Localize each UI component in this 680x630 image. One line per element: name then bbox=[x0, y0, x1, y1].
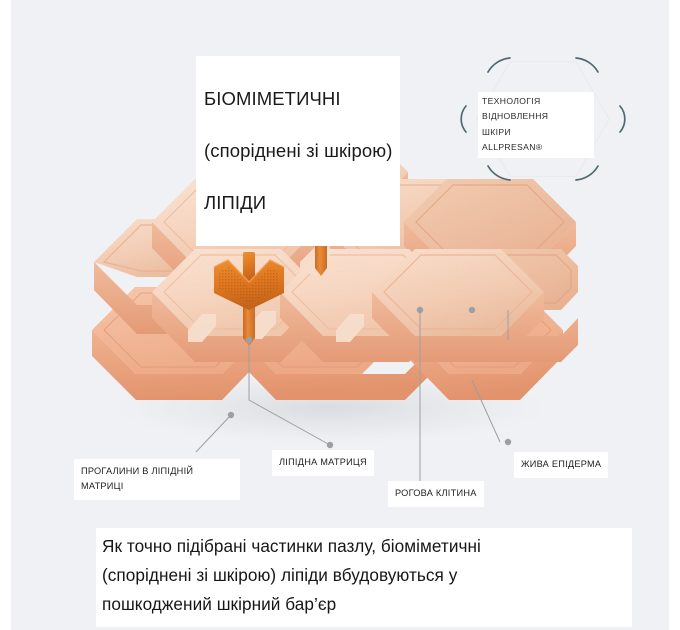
badge-line-1: ТЕХНОЛОГІЯ bbox=[482, 96, 541, 106]
bottom-caption: Як точно підібрані частинки пазлу, біомі… bbox=[96, 528, 632, 627]
main-title: БІОМІМЕТИЧНІ (споріднені зі шкірою) ЛІПІ… bbox=[196, 56, 401, 246]
main-title-line-1: БІОМІМЕТИЧНІ bbox=[204, 88, 341, 109]
main-title-line-3: ЛІПІДИ bbox=[204, 192, 267, 213]
callout-gaps-in-lipid-matrix: ПРОГАЛИНИ В ЛІПІДНІЙ МАТРИЦІ bbox=[74, 459, 240, 500]
badge-text-block: ТЕХНОЛОГІЯ ВІДНОВЛЕННЯ ШКІРИ ALLPRESAN® bbox=[478, 92, 594, 158]
badge-line-2: ВІДНОВЛЕННЯ bbox=[482, 111, 549, 122]
callout-living-epidermis: ЖИВА ЕПІДЕРМА bbox=[514, 452, 609, 478]
badge-line-3: ШКІРИ bbox=[482, 126, 511, 137]
callout-lipid-matrix: ЛІПІДНА МАТРИЦЯ bbox=[272, 450, 374, 476]
main-title-line-2: (споріднені зі шкірою) bbox=[204, 140, 393, 161]
callout-corneocyte: РОГОВА КЛІТИНА bbox=[388, 481, 484, 507]
badge-line-4: ALLPRESAN® bbox=[482, 142, 543, 153]
